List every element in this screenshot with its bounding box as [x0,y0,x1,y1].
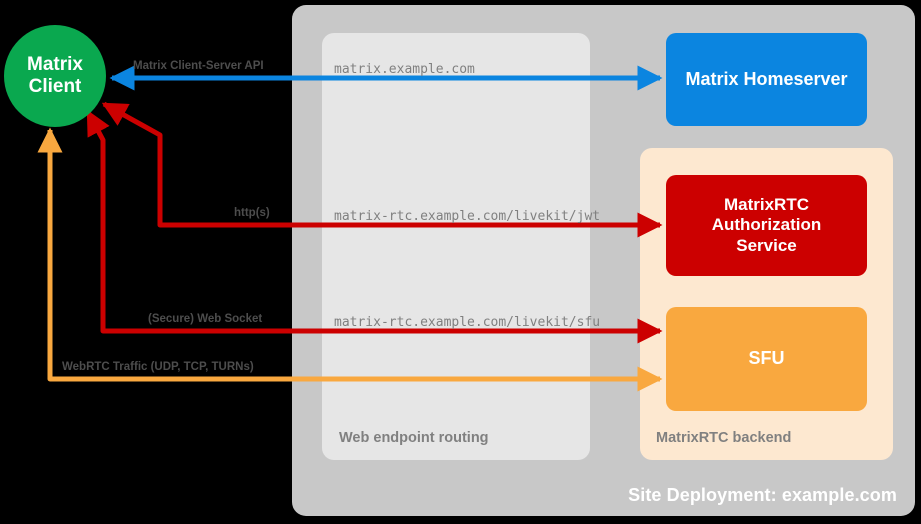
node-matrixrtc-authorization-service[interactable]: MatrixRTC Authorization Service [666,175,867,276]
authz-label-line1: MatrixRTC [723,194,809,214]
matrixrtc-backend-label: MatrixRTC backend [656,430,792,446]
node-matrix-client-label-line1: Matrix [27,53,83,75]
node-matrix-client-label: Matrix Client [27,54,83,99]
edge-label-http-s: http(s) [234,207,270,219]
node-matrix-client[interactable]: Matrix Client [4,25,106,127]
edge-label-secure-web-socket: (Secure) Web Socket [148,313,263,325]
node-matrix-client-label-line2: Client [28,76,82,97]
edge-label-webrtc-traffic: WebRTC Traffic (UDP, TCP, TURNs) [62,361,254,373]
node-matrix-homeserver-label: Matrix Homeserver [685,68,848,89]
edge-label-matrix-client-server-api: Matrix Client-Server API [133,60,264,72]
node-sfu[interactable]: SFU [666,307,867,411]
node-matrix-homeserver[interactable]: Matrix Homeserver [666,33,867,126]
endpoint-label-livekit-sfu: matrix-rtc.example.com/livekit/sfu [334,315,601,330]
endpoint-label-livekit-jwt: matrix-rtc.example.com/livekit/jwt [334,209,601,224]
site-deployment-label: Site Deployment: example.com [628,485,897,505]
endpoint-label-matrix-example-com: matrix.example.com [334,62,475,77]
web-endpoint-routing-container: Web endpoint routing [322,33,590,460]
web-endpoint-routing-label: Web endpoint routing [339,430,489,446]
node-sfu-label: SFU [748,348,785,369]
node-matrixrtc-authorization-service-label: MatrixRTC Authorization Service [712,195,822,256]
authz-label-line3: Service [736,235,797,255]
authz-label-line2: Authorization [711,215,822,235]
